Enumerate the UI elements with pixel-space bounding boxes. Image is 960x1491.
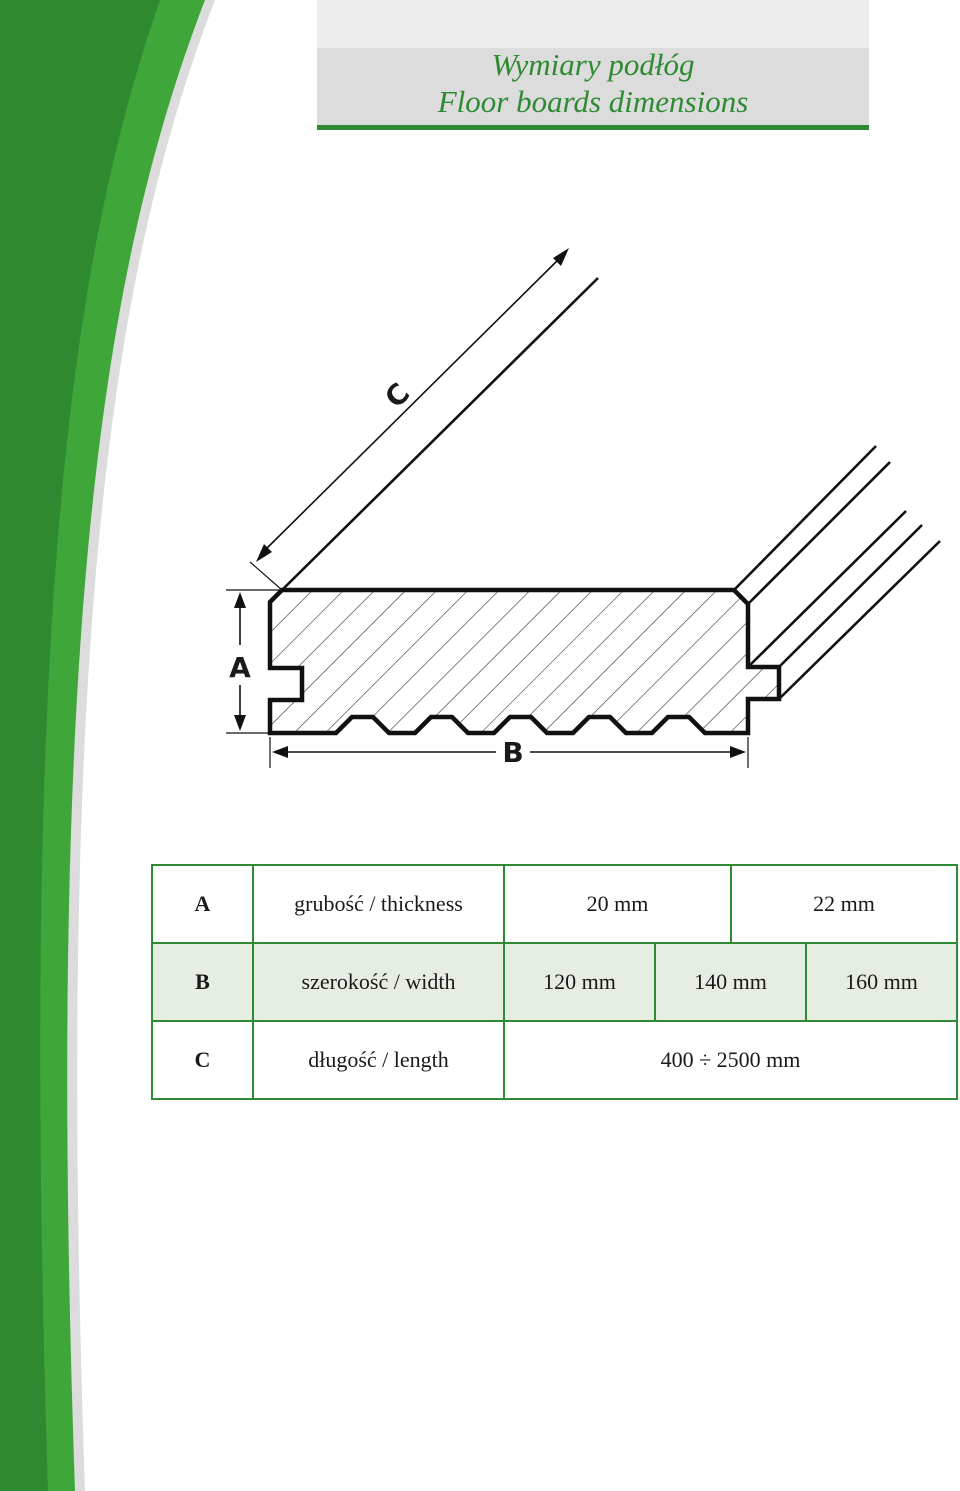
title-header: Wymiary podłóg Floor boards dimensions	[317, 0, 869, 130]
row-letter: C	[151, 1020, 254, 1100]
label-b: B	[502, 736, 523, 769]
row-value: 20 mm	[502, 864, 733, 944]
table-row-b: B szerokość / width 120 mm 140 mm 160 mm	[151, 942, 959, 1022]
table-row-c: C długość / length 400 ÷ 2500 mm	[151, 1020, 959, 1100]
title-polish: Wymiary podłóg	[491, 47, 695, 82]
row-value: 140 mm	[653, 942, 808, 1022]
title-underline	[317, 125, 869, 130]
dimension-c: C	[249, 248, 569, 591]
row-label: grubość / thickness	[252, 864, 505, 944]
title-header-top	[317, 0, 869, 48]
page-title: Wymiary podłóg Floor boards dimensions	[317, 46, 869, 120]
dimensions-table: A grubość / thickness 20 mm 22 mm B szer…	[151, 864, 959, 1100]
row-label: długość / length	[252, 1020, 505, 1100]
row-label: szerokość / width	[252, 942, 505, 1022]
row-value: 120 mm	[503, 942, 656, 1022]
table-row-a: A grubość / thickness 20 mm 22 mm	[151, 864, 959, 944]
board-length-lines	[281, 277, 941, 700]
title-header-band	[317, 48, 869, 125]
board-profile	[267, 587, 782, 736]
dimension-a: A	[226, 589, 282, 734]
row-value: 22 mm	[730, 864, 959, 944]
row-letter: A	[151, 864, 254, 944]
row-letter: B	[151, 942, 254, 1022]
label-a: A	[229, 651, 251, 684]
row-value: 160 mm	[805, 942, 959, 1022]
dimension-b: B	[269, 736, 749, 770]
row-value: 400 ÷ 2500 mm	[502, 1020, 959, 1100]
title-english: Floor boards dimensions	[437, 84, 749, 119]
label-c: C	[378, 376, 416, 414]
